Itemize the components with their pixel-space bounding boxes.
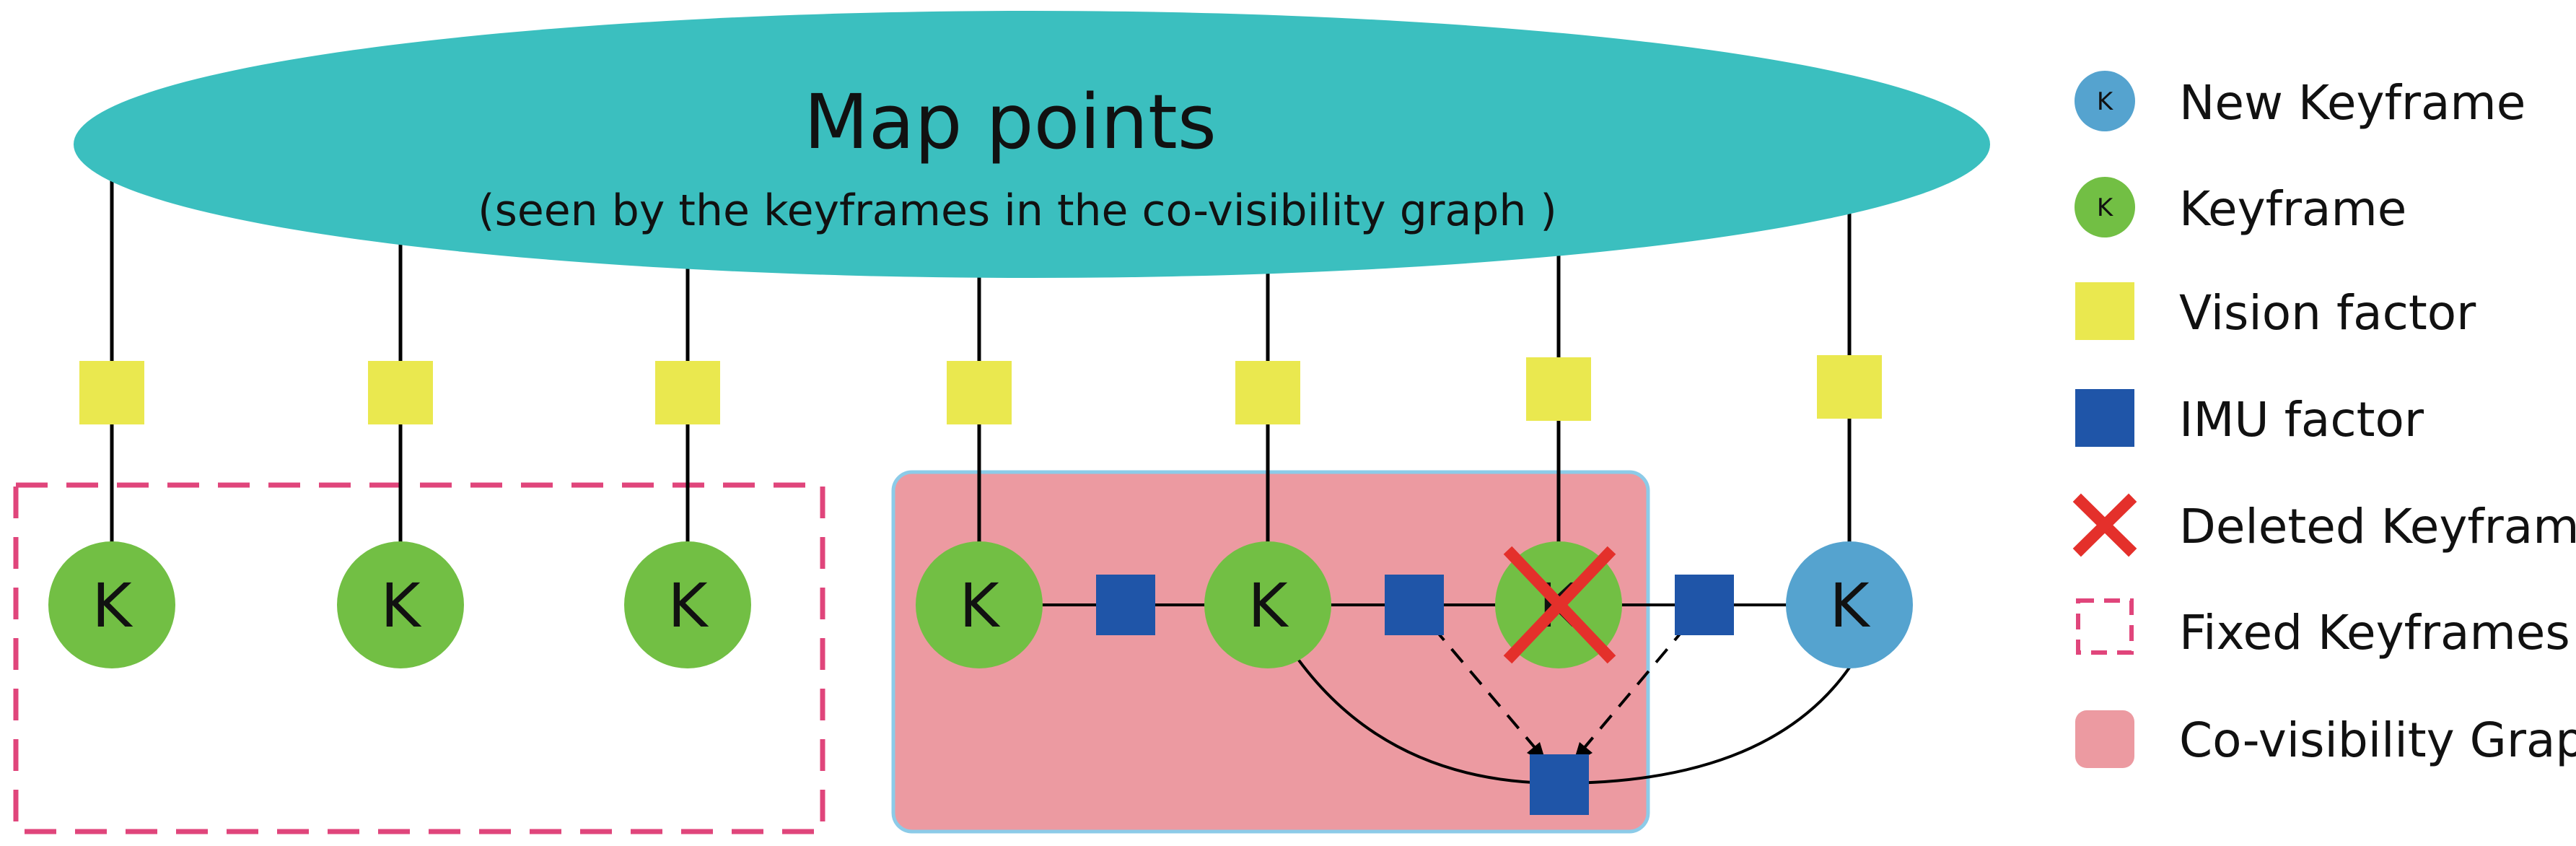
legend-label: Vision factor xyxy=(2179,285,2476,341)
legend-item-keyframe: K Keyframe xyxy=(2075,177,2406,237)
vision-factor xyxy=(79,361,144,424)
legend-item-deleted-keyframe: Deleted Keyframe xyxy=(2072,493,2576,557)
deleted-cross-icon xyxy=(1503,546,1616,664)
curve-right-edge xyxy=(1558,666,1851,785)
keyframe-label: K xyxy=(959,570,1000,641)
deleted-keyframe-node: K xyxy=(1495,541,1622,668)
fixed-keyframes-icon xyxy=(2076,598,2134,655)
imu-factor xyxy=(1675,575,1734,635)
legend: K New Keyframe K Keyframe Vision factor … xyxy=(2072,71,2576,768)
fixed-keyframes-region xyxy=(13,482,825,834)
keyframe-label: K xyxy=(1248,570,1289,641)
legend-item-vision-factor: Vision factor xyxy=(2075,282,2476,341)
vision-factors xyxy=(79,355,1882,424)
legend-glyph: K xyxy=(2097,87,2114,116)
legend-label: Deleted Keyframe xyxy=(2179,499,2576,554)
imu-factor-icon xyxy=(2075,389,2134,447)
legend-item-new-keyframe: K New Keyframe xyxy=(2075,71,2525,131)
curved-edges xyxy=(1292,652,1851,785)
legend-item-fixed-keyframes: Fixed Keyframes xyxy=(2076,598,2570,660)
keyframe-node-2: K xyxy=(337,541,464,668)
vision-factor xyxy=(1817,355,1882,419)
vision-factor xyxy=(368,361,433,424)
keyframe-label: K xyxy=(667,570,709,641)
keyframe-label: K xyxy=(380,570,421,641)
vision-factor xyxy=(655,361,720,424)
legend-label: Co-visibility Graph xyxy=(2179,712,2576,768)
keyframe-node-3: K xyxy=(624,541,751,668)
legend-label: New Keyframe xyxy=(2179,75,2525,131)
legend-label: IMU factor xyxy=(2179,392,2424,448)
map-points-title: Map points xyxy=(804,78,1217,166)
keyframe-node-1: K xyxy=(48,541,175,668)
imu-factors xyxy=(1096,575,1734,815)
vision-factor xyxy=(1235,361,1300,424)
vision-factor xyxy=(1526,357,1591,421)
keyframe-icon xyxy=(2075,177,2135,237)
keyframe-label: K xyxy=(92,570,133,641)
map-points-subtitle: (seen by the keyframes in the co-visibil… xyxy=(478,186,1557,236)
keyframe-label: K xyxy=(1829,570,1870,641)
imu-factor-merged xyxy=(1530,754,1589,815)
new-keyframe-node: K xyxy=(1786,541,1913,668)
legend-item-covisibility-graph: Co-visibility Graph xyxy=(2075,710,2576,768)
vision-factor xyxy=(947,361,1012,424)
imu-factor xyxy=(1096,575,1155,635)
covisibility-graph-icon xyxy=(2075,710,2134,768)
map-points-ellipse xyxy=(74,11,1990,278)
imu-factor xyxy=(1385,575,1444,635)
new-keyframe-icon xyxy=(2075,71,2135,131)
legend-label: Keyframe xyxy=(2179,181,2406,237)
keyframe-node-5: K xyxy=(1204,541,1331,668)
legend-item-imu-factor: IMU factor xyxy=(2075,389,2424,448)
vision-factor-icon xyxy=(2075,282,2134,340)
legend-label: Fixed Keyframes xyxy=(2179,605,2570,660)
curve-left-edge xyxy=(1292,652,1559,785)
deleted-keyframe-icon xyxy=(2072,493,2137,557)
keyframe-node-4: K xyxy=(916,541,1043,668)
legend-glyph: K xyxy=(2097,193,2114,222)
